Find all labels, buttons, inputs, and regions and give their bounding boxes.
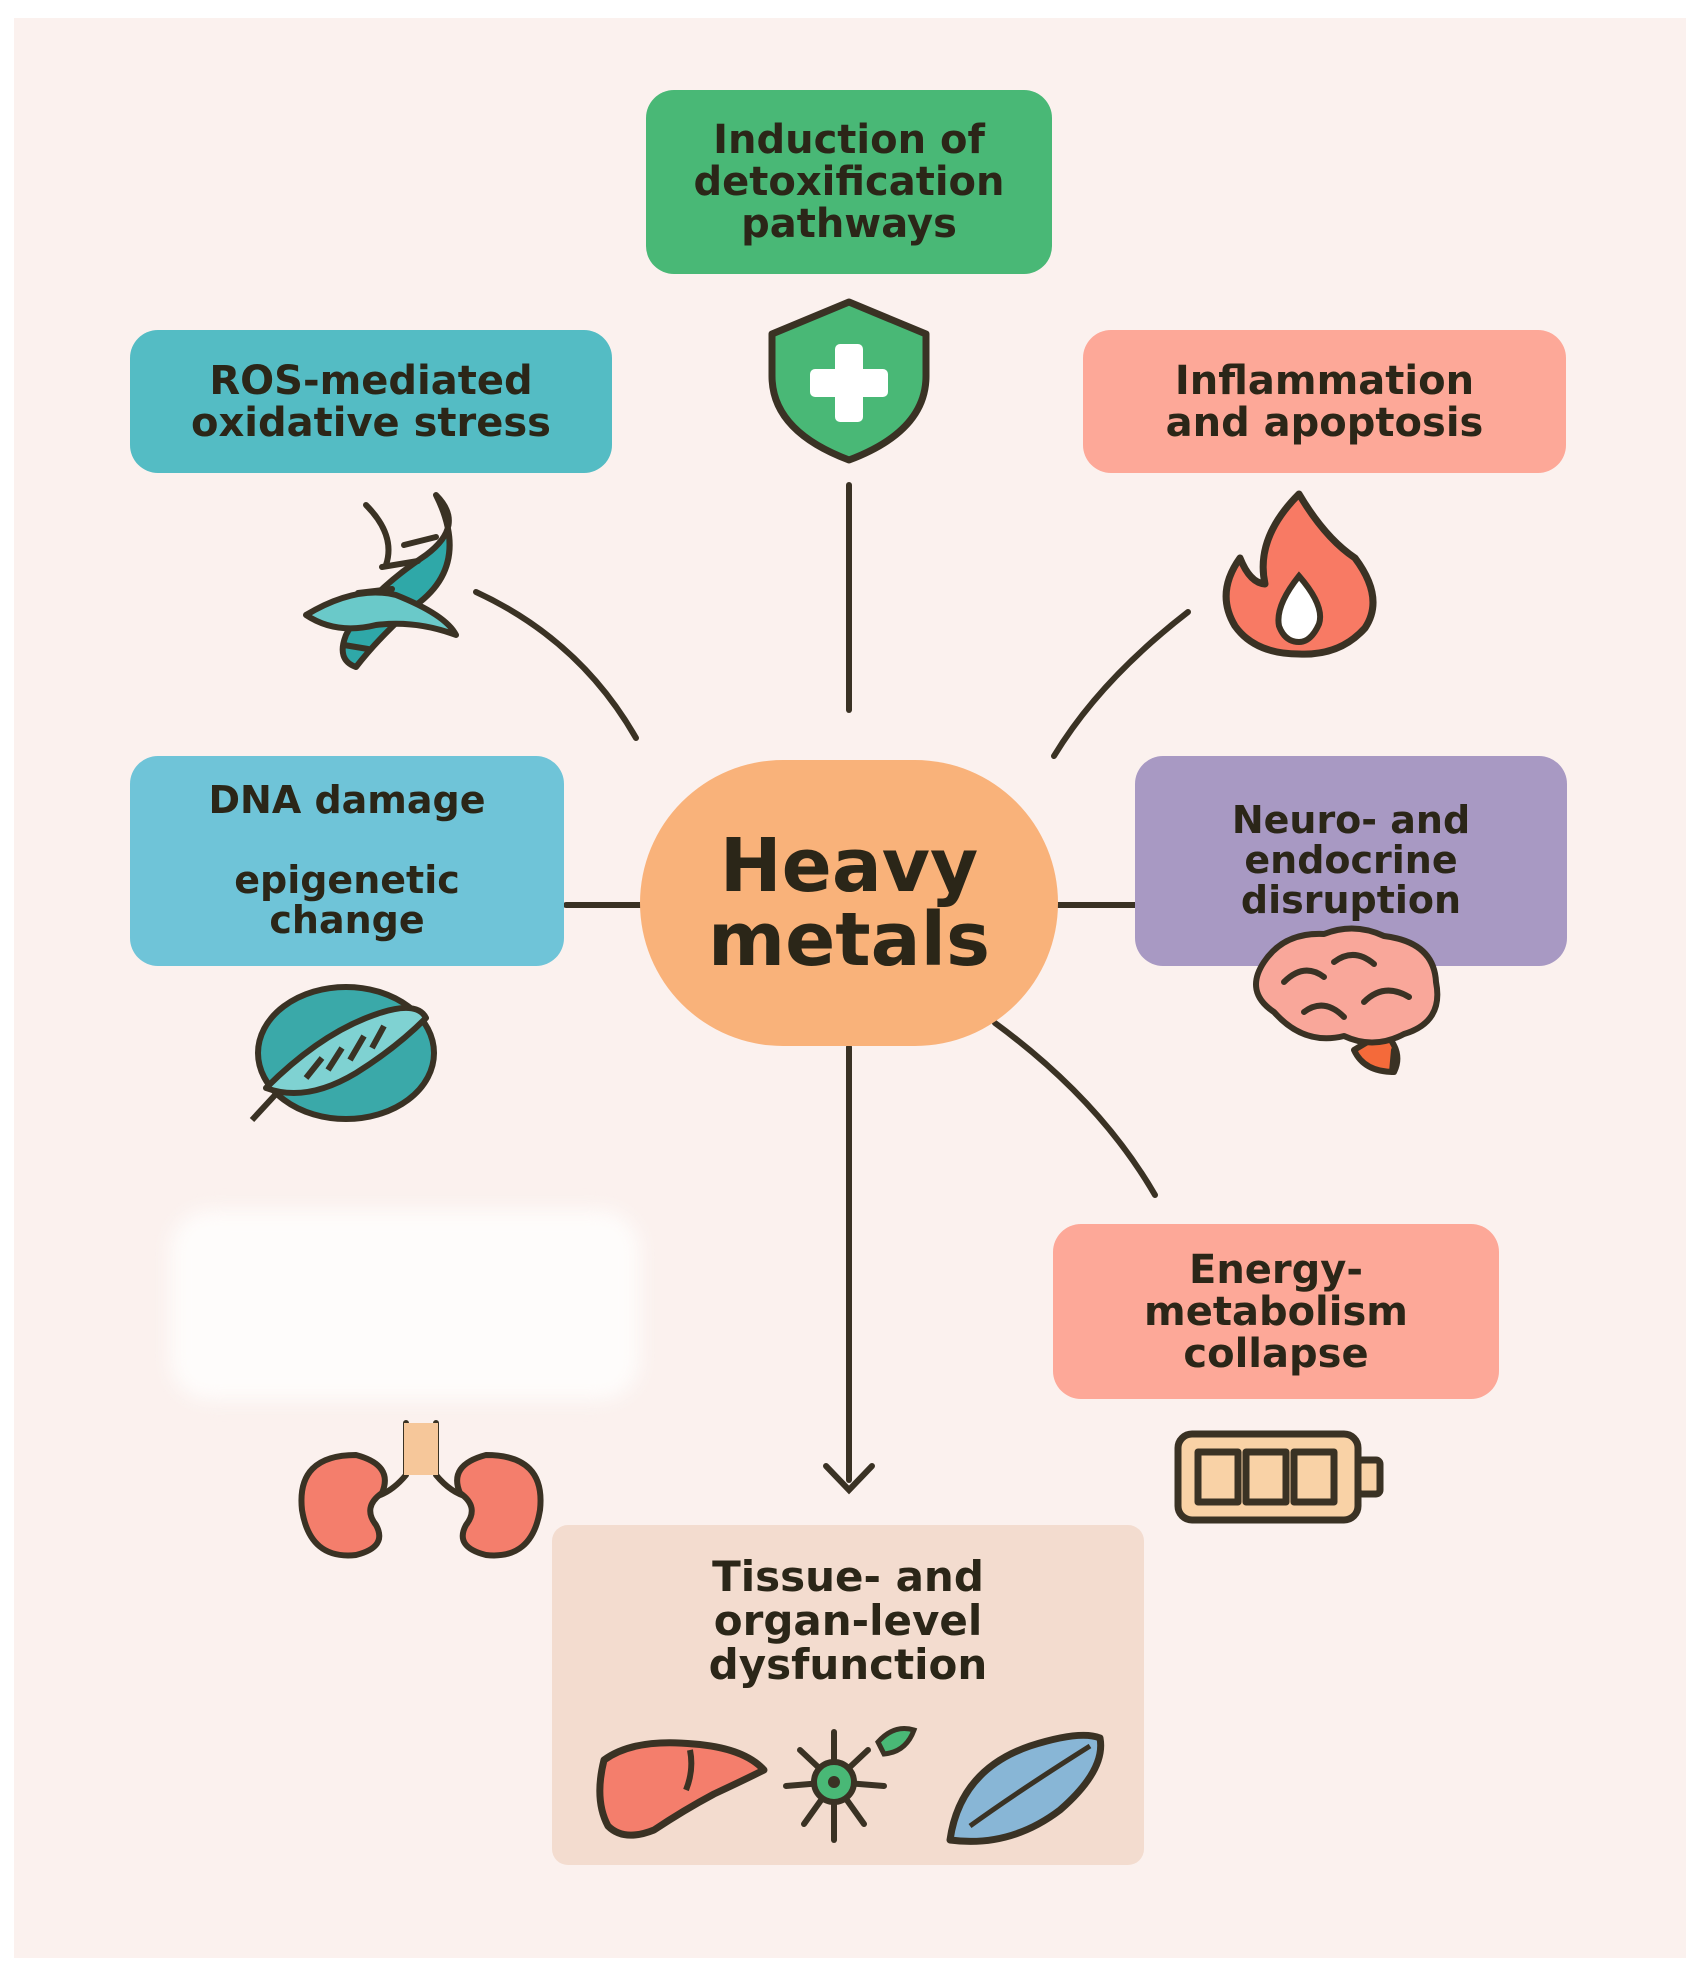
brain-icon [1253,925,1441,1075]
neuron-icon [783,1726,918,1843]
arrowhead-tissue [823,1463,875,1495]
node-energy-label: Energy- metabolism collapse [1144,1246,1408,1377]
dna-globe-icon [249,984,437,1123]
dna-helix-icon [303,492,459,670]
connector-inflammation [1051,609,1191,759]
node-ros-label: ROS-mediated oxidative stress [191,357,551,446]
node-inflammation: Inflammation and apoptosis [1083,330,1566,473]
node-detoxification: Induction of detoxification pathways [646,90,1052,274]
node-ros: ROS-mediated oxidative stress [130,330,612,473]
flame-icon [1222,490,1377,658]
liver-icon [596,1739,768,1839]
hub-heavy-metals: Heavy metals [640,760,1058,1046]
shield-plus-icon [768,298,930,464]
node-tissue-label: Tissue- and organ-level dysfunction [708,1552,988,1690]
node-dna-damage: DNA damage epigenetic change [130,756,564,966]
node-inflammation-label: Inflammation and apoptosis [1165,357,1484,446]
node-energy: Energy- metabolism collapse [1053,1224,1499,1399]
battery-icon [1174,1430,1384,1524]
muscle-icon [946,1731,1105,1845]
node-neuro-endocrine-label: Neuro- and endocrine disruption [1231,798,1471,922]
kidneys-icon [298,1420,544,1559]
connector-ros [473,589,639,741]
node-dna-damage-label: DNA damage epigenetic change [208,778,486,942]
node-detoxification-label: Induction of detoxification pathways [693,117,1005,247]
connector-energy [992,1020,1158,1198]
faded-placeholder [170,1210,640,1400]
